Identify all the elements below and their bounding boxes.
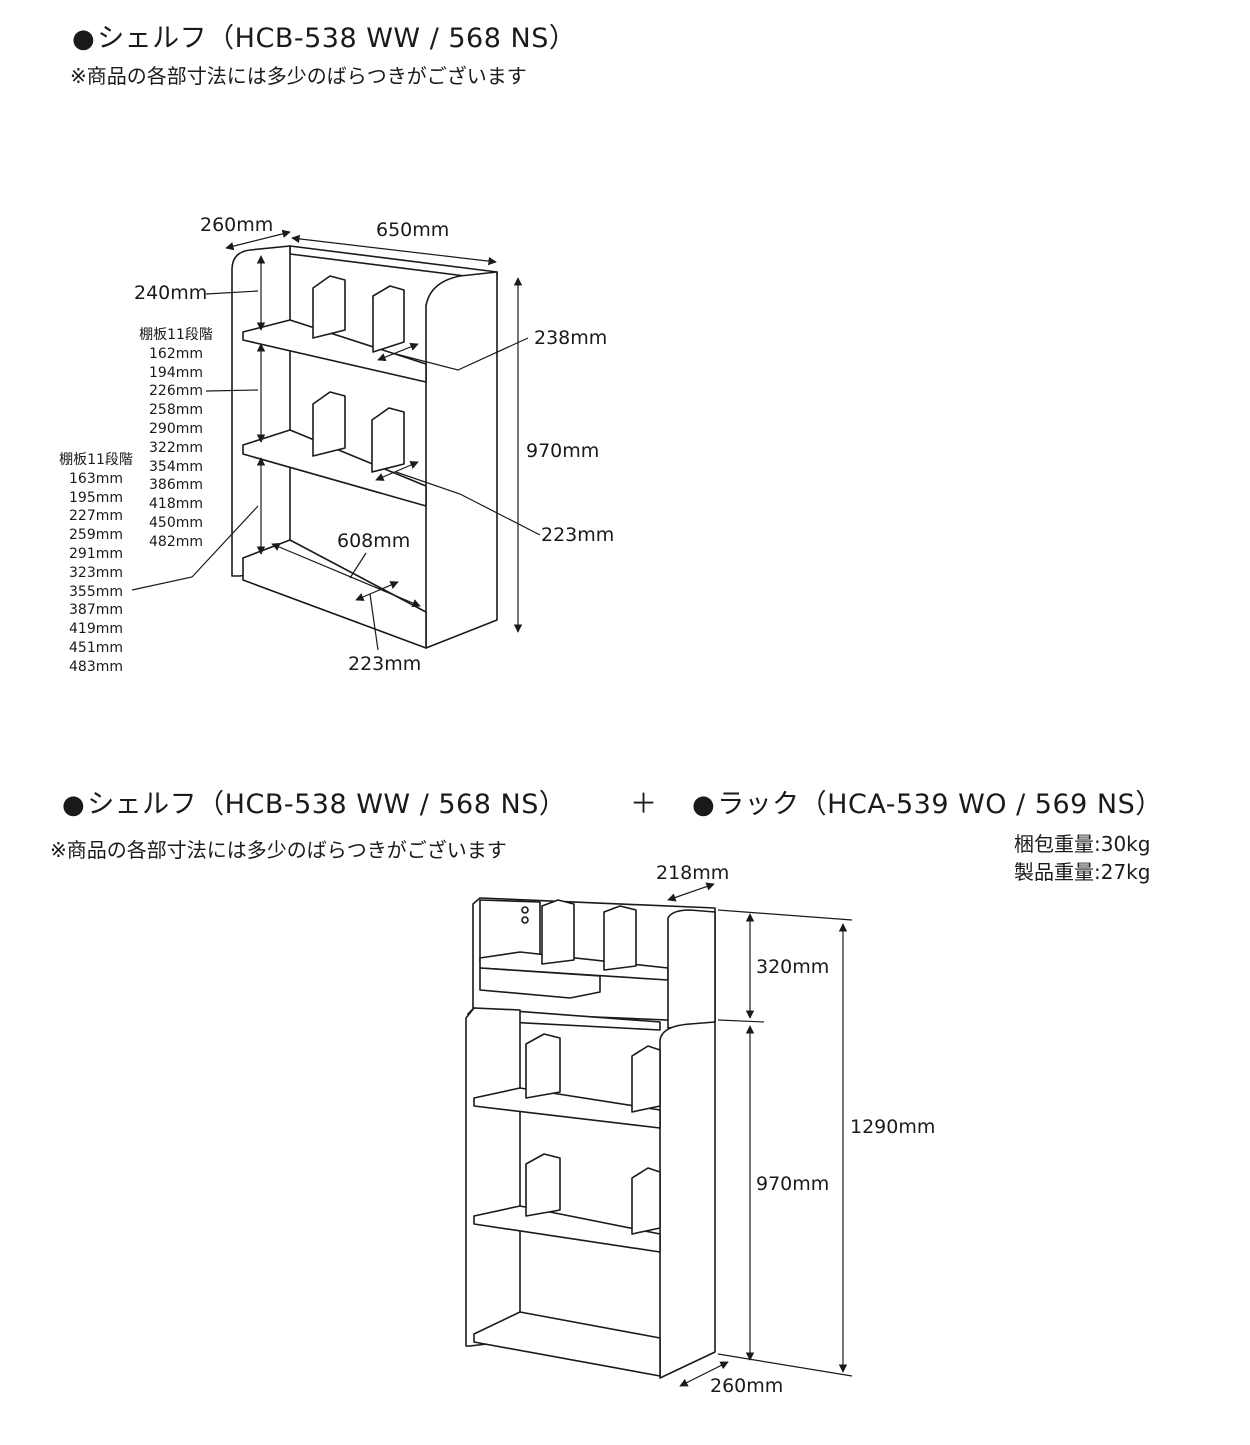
weights-block: 梱包重量:30kg 製品重量:27kg xyxy=(1014,830,1150,886)
list-item: 419mm xyxy=(69,621,123,638)
section2-note: ※商品の各部寸法には多少のばらつきがございます xyxy=(50,838,507,862)
bullet-icon: ● xyxy=(62,790,86,820)
bullet-icon: ● xyxy=(692,790,716,820)
list-item: 322mm xyxy=(149,439,203,456)
package-weight: 梱包重量:30kg xyxy=(1014,832,1151,856)
dim-inner-depth-238: 238mm xyxy=(534,327,608,349)
list-item: 163mm xyxy=(69,470,123,487)
list-item: 162mm xyxy=(149,345,203,362)
dim-shelf-height-970: 970mm xyxy=(756,1173,830,1195)
section2-title-shelf: ●シェルフ（HCB-538 WW / 568 NS） xyxy=(62,782,566,821)
dim-inner-depth-223-bottom: 223mm xyxy=(348,653,422,675)
product-weight: 製品重量:27kg xyxy=(1014,860,1151,884)
list-item: 355mm xyxy=(69,583,123,600)
list-item: 483mm xyxy=(69,658,123,675)
list-item: 450mm xyxy=(149,514,203,531)
dim-rack-height-320: 320mm xyxy=(756,956,830,978)
section2-title-rack-text: ラック（HCA-539 WO / 569 NS） xyxy=(717,789,1163,820)
list-item: 387mm xyxy=(69,602,123,619)
bullet-icon: ● xyxy=(72,24,96,54)
list-item: 226mm xyxy=(149,383,203,400)
dim-total-height-1290: 1290mm xyxy=(850,1116,936,1138)
list-item: 291mm xyxy=(69,545,123,562)
dimension-lines-2 xyxy=(667,882,853,1387)
shelf-table-lower-header: 棚板11段階 xyxy=(59,452,133,468)
list-item: 194mm xyxy=(149,364,203,381)
shelf-rack-drawing xyxy=(465,897,716,1379)
section1-note: ※商品の各部寸法には多少のばらつきがございます xyxy=(70,64,527,88)
dim-inner-depth-223-mid: 223mm xyxy=(541,524,615,546)
list-item: 290mm xyxy=(149,420,203,437)
shelf-table-lower: 棚板11段階 163mm 195mm 227mm 259mm 291mm 323… xyxy=(54,451,138,677)
section1-title-text: シェルフ（HCB-538 WW / 568 NS） xyxy=(97,23,577,54)
dimension-lines-1 xyxy=(131,229,541,651)
dim-rack-depth-218: 218mm xyxy=(656,862,730,884)
section2-title-shelf-text: シェルフ（HCB-538 WW / 568 NS） xyxy=(87,789,567,820)
plus-sign: ＋ xyxy=(630,789,658,820)
shelf-drawing-1 xyxy=(231,245,498,649)
shelf-table-upper-header: 棚板11段階 xyxy=(139,327,213,343)
list-item: 482mm xyxy=(149,533,203,550)
section1-title: ●シェルフ（HCB-538 WW / 568 NS） xyxy=(72,16,576,55)
list-item: 195mm xyxy=(69,489,123,506)
section2-title-rack: ●ラック（HCA-539 WO / 569 NS） xyxy=(692,782,1163,821)
shelf-table-upper: 棚板11段階 162mm 194mm 226mm 258mm 290mm 322… xyxy=(134,326,218,552)
list-item: 323mm xyxy=(69,564,123,581)
list-item: 418mm xyxy=(149,496,203,513)
list-item: 227mm xyxy=(69,508,123,525)
list-item: 259mm xyxy=(69,527,123,544)
dim-height-970: 970mm xyxy=(526,440,600,462)
list-item: 451mm xyxy=(69,639,123,656)
list-item: 354mm xyxy=(149,458,203,475)
list-item: 258mm xyxy=(149,402,203,419)
list-item: 386mm xyxy=(149,477,203,494)
dim-top-gap-240: 240mm xyxy=(134,282,208,304)
